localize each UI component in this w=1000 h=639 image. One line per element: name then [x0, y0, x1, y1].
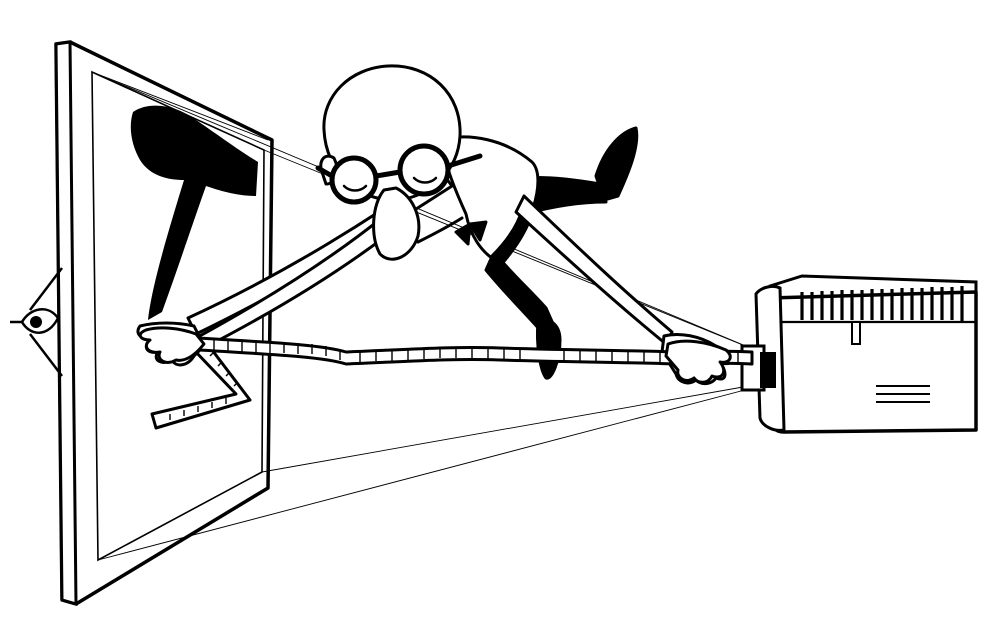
eye-closed-left: [342, 184, 368, 192]
projector-label: [876, 385, 930, 403]
bow-tie: [454, 220, 488, 246]
glasses: [315, 143, 483, 205]
shadow-silhouette: [130, 105, 258, 320]
hand-right-fingers: [664, 339, 732, 384]
hand-left-fingers: [138, 326, 206, 364]
mouth: [416, 216, 464, 244]
nose: [372, 186, 421, 261]
screen-frame-edge: [54, 40, 78, 606]
film-projector: [740, 274, 978, 434]
eye-closed-right: [412, 176, 438, 184]
shoe-upper: [594, 126, 639, 202]
cartoon-man: [136, 64, 736, 386]
measuring-tape: [196, 336, 754, 366]
projector-vents: [800, 286, 964, 322]
trouser-leg-upper: [518, 175, 608, 216]
eye-icon: [10, 267, 63, 377]
